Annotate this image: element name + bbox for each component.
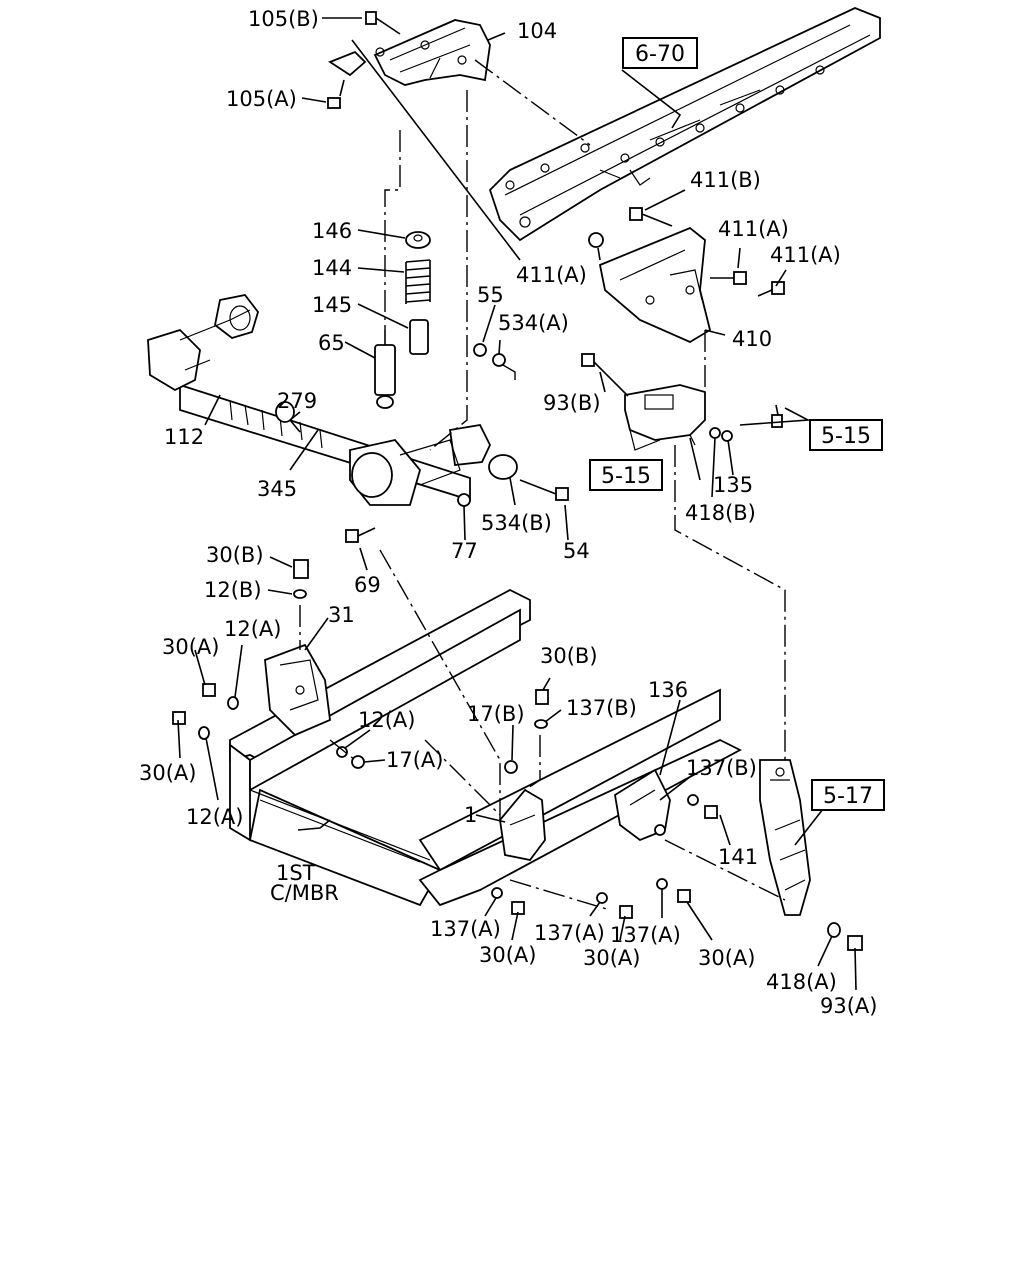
ref-box-5-17-label: 5-17 xyxy=(823,784,873,809)
label-135: 135 xyxy=(713,473,753,497)
label-534a: 534(A) xyxy=(498,311,569,335)
label-137a: 137(A) xyxy=(534,921,605,945)
axle-112 xyxy=(147,294,518,506)
label-30b: 30(B) xyxy=(206,543,264,567)
washer-534a xyxy=(492,353,506,367)
spring-144 xyxy=(405,259,431,304)
label-137a: 137(A) xyxy=(610,923,681,947)
label-136: 136 xyxy=(648,678,688,702)
label-112: 112 xyxy=(164,425,204,449)
ref-box-5-17[interactable]: 5-17 xyxy=(811,779,885,811)
sleeve-145 xyxy=(409,319,429,355)
label-141: 141 xyxy=(718,845,758,869)
part-labels: 105(B) 104 105(A) 411(B) 411(A) 411(A) 4… xyxy=(139,7,877,1018)
bump-stop-146 xyxy=(405,231,431,249)
bolt-54 xyxy=(519,479,569,501)
bolt-411a xyxy=(710,271,785,297)
label-345: 345 xyxy=(257,477,297,501)
bolt-69 xyxy=(345,527,376,543)
label-55: 55 xyxy=(477,283,504,307)
label-17b: 17(B) xyxy=(467,702,525,726)
label-12a: 12(A) xyxy=(224,617,281,641)
label-418a: 418(A) xyxy=(766,970,837,994)
connection-lines xyxy=(299,59,786,911)
label-30a: 30(A) xyxy=(139,761,196,785)
frame-rail-upper xyxy=(488,7,881,242)
cross-member xyxy=(229,588,742,907)
label-30b: 30(B) xyxy=(540,644,598,668)
ref-box-5-15-right[interactable]: 5-15 xyxy=(809,419,883,451)
label-279: 279 xyxy=(277,389,317,413)
small-fasteners xyxy=(172,559,863,951)
bracket-410 xyxy=(588,226,712,344)
label-105b: 105(B) xyxy=(248,7,319,31)
label-69: 69 xyxy=(354,573,381,597)
nut-77 xyxy=(457,493,471,507)
label-30a: 30(A) xyxy=(698,946,755,970)
label-17a: 17(A) xyxy=(386,748,443,772)
label-146: 146 xyxy=(312,219,352,243)
label-12a: 12(A) xyxy=(358,708,415,732)
label-30a: 30(A) xyxy=(583,946,640,970)
ref-box-5-15-left[interactable]: 5-15 xyxy=(589,459,663,491)
label-411b: 411(B) xyxy=(690,168,761,192)
bolt-105a xyxy=(327,79,345,109)
nut-55 xyxy=(473,343,487,357)
label-54: 54 xyxy=(563,539,590,563)
bolt-105b xyxy=(365,11,401,35)
ref-box-6-70-label: 6-70 xyxy=(635,42,685,67)
bolt-515 xyxy=(771,404,783,428)
label-1st: 1ST xyxy=(276,861,316,885)
label-104: 104 xyxy=(517,19,557,43)
label-137b: 137(B) xyxy=(566,696,637,720)
label-65: 65 xyxy=(318,331,345,355)
label-410: 410 xyxy=(732,327,772,351)
label-411a: 411(A) xyxy=(770,243,841,267)
bracket-136 xyxy=(614,768,671,842)
label-145: 145 xyxy=(312,293,352,317)
bolt-411b xyxy=(629,207,673,227)
shock-absorber-65 xyxy=(374,330,396,409)
label-93a: 93(A) xyxy=(820,994,877,1018)
leader-lines xyxy=(177,17,857,991)
bracket-5-17 xyxy=(759,759,811,916)
bolt-279 xyxy=(275,401,301,433)
ref-box-6-70[interactable]: 6-70 xyxy=(622,37,698,69)
label-12b: 12(B) xyxy=(204,578,262,602)
label-411a: 411(A) xyxy=(516,263,587,287)
label-77: 77 xyxy=(451,539,478,563)
label-30a: 30(A) xyxy=(162,635,219,659)
label-411a: 411(A) xyxy=(718,217,789,241)
bracket-31 xyxy=(264,643,331,737)
label-534b: 534(B) xyxy=(481,511,552,535)
ref-box-5-15-right-label: 5-15 xyxy=(821,424,871,449)
label-418b: 418(B) xyxy=(685,501,756,525)
label-cmbr: C/MBR xyxy=(270,881,339,905)
label-93b: 93(B) xyxy=(543,391,601,415)
ref-box-5-15-left-label: 5-15 xyxy=(601,464,651,489)
bolt-93b xyxy=(581,353,629,397)
mount-bracket xyxy=(624,384,733,451)
label-105a: 105(A) xyxy=(226,87,297,111)
label-31: 31 xyxy=(328,603,355,627)
label-144: 144 xyxy=(312,256,352,280)
label-137b: 137(B) xyxy=(686,756,757,780)
label-30a: 30(A) xyxy=(479,943,536,967)
label-12a: 12(A) xyxy=(186,805,243,829)
bracket-104 xyxy=(328,19,491,86)
label-137a: 137(A) xyxy=(430,917,501,941)
label-1: 1 xyxy=(464,803,477,827)
